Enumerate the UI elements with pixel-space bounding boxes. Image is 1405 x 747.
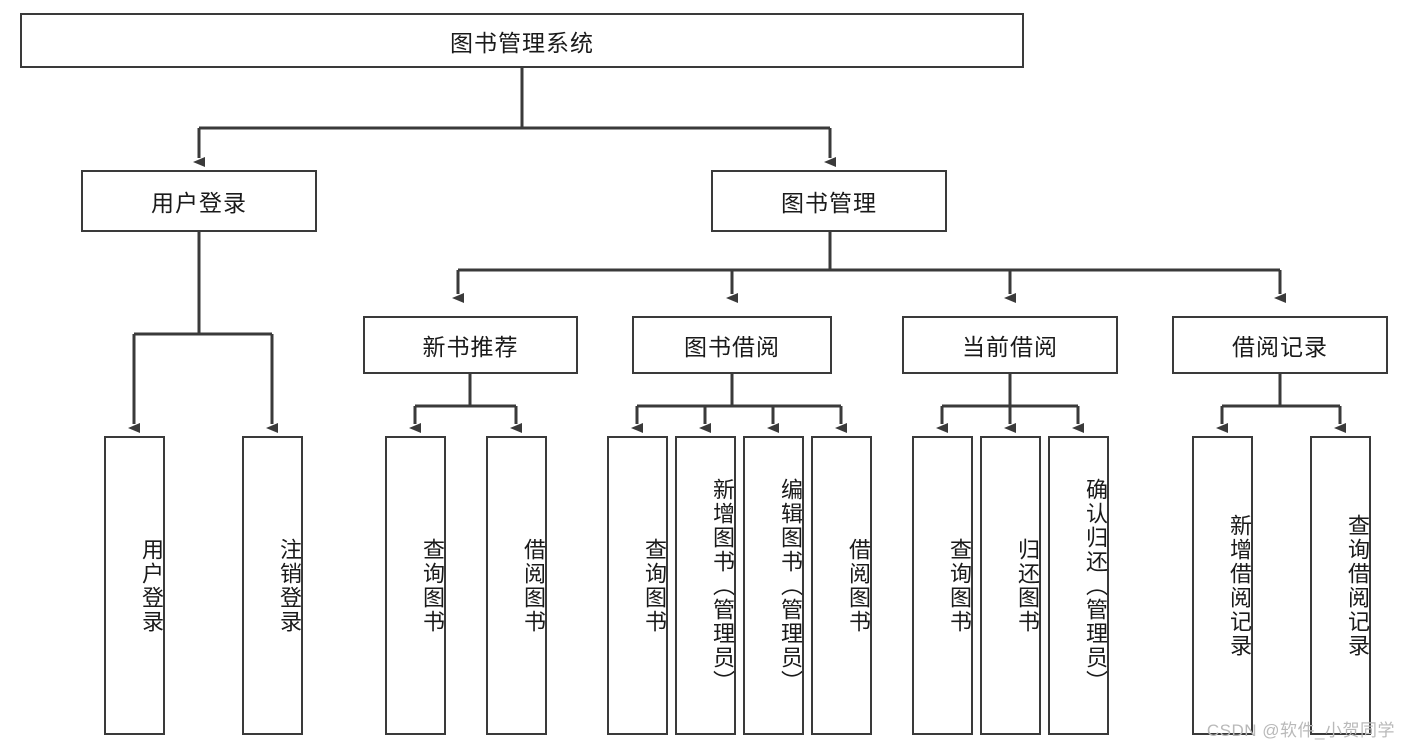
node-label: 借阅图书 <box>521 537 546 634</box>
leaf-new-book-query-book[interactable]: 查询图书 <box>385 436 446 735</box>
node-label: 查询图书 <box>642 537 667 634</box>
node-label: 查询图书 <box>420 537 445 634</box>
node-label: 用户登录 <box>139 537 164 634</box>
leaf-user-login-login[interactable]: 用户登录 <box>104 436 165 735</box>
node-label: 借阅记录 <box>1232 334 1328 360</box>
leaf-current-borrow-query-book[interactable]: 查询图书 <box>912 436 973 735</box>
node-label: 查询图书 <box>947 537 972 634</box>
node-label: 借阅图书 <box>846 537 871 634</box>
leaf-current-borrow-confirm-return-admin[interactable]: 确认归还（管理员） <box>1048 436 1109 735</box>
leaf-borrow-record-query-record[interactable]: 查询借阅记录 <box>1310 436 1371 735</box>
leaf-borrow-record-add-record[interactable]: 新增借阅记录 <box>1192 436 1253 735</box>
leaf-book-borrow-edit-book-admin[interactable]: 编辑图书（管理员） <box>743 436 804 735</box>
node-borrow-record[interactable]: 借阅记录 <box>1172 316 1388 374</box>
node-root-book-management-system[interactable]: 图书管理系统 <box>20 13 1024 68</box>
node-label: 编辑图书（管理员） <box>778 477 803 694</box>
node-label: 注销登录 <box>277 537 302 634</box>
leaf-book-borrow-add-book-admin[interactable]: 新增图书（管理员） <box>675 436 736 735</box>
node-book-management[interactable]: 图书管理 <box>711 170 947 232</box>
node-label: 确认归还（管理员） <box>1083 477 1108 694</box>
node-user-login[interactable]: 用户登录 <box>81 170 317 232</box>
node-label: 新增借阅记录 <box>1227 513 1252 658</box>
node-book-borrow[interactable]: 图书借阅 <box>632 316 832 374</box>
leaf-book-borrow-borrow-book[interactable]: 借阅图书 <box>811 436 872 735</box>
node-label: 图书借阅 <box>684 334 780 360</box>
node-label: 当前借阅 <box>962 334 1058 360</box>
leaf-current-borrow-return-book[interactable]: 归还图书 <box>980 436 1041 735</box>
node-label: 新书推荐 <box>422 334 519 360</box>
node-current-borrow[interactable]: 当前借阅 <box>902 316 1118 374</box>
leaf-user-login-logout[interactable]: 注销登录 <box>242 436 303 735</box>
node-label: 图书管理系统 <box>450 29 594 56</box>
node-label: 新增图书（管理员） <box>710 477 735 694</box>
node-label: 图书管理 <box>781 190 877 216</box>
node-label: 查询借阅记录 <box>1345 513 1370 658</box>
leaf-book-borrow-query-book[interactable]: 查询图书 <box>607 436 668 735</box>
node-label: 归还图书 <box>1015 537 1040 634</box>
leaf-new-book-borrow-book[interactable]: 借阅图书 <box>486 436 547 735</box>
node-label: 用户登录 <box>151 190 247 216</box>
node-new-book-recommend[interactable]: 新书推荐 <box>363 316 578 374</box>
